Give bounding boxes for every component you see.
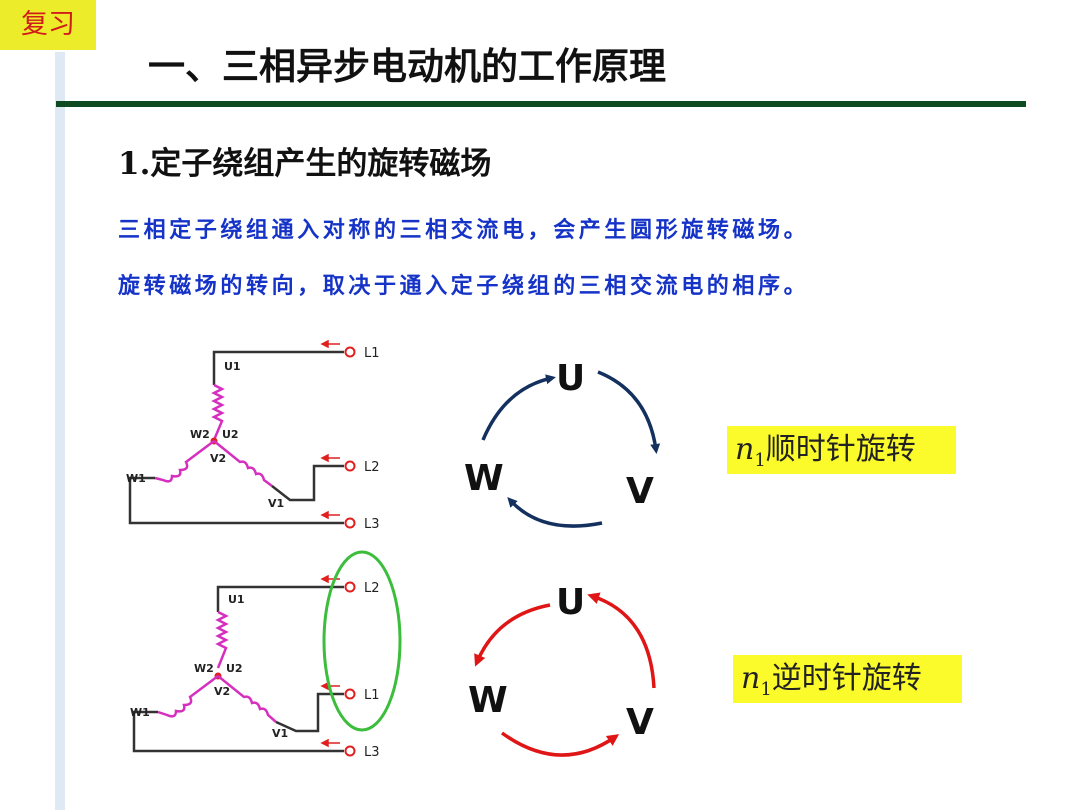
label-v2: V2 bbox=[210, 452, 226, 465]
caption-text: 逆时针旋转 bbox=[771, 661, 922, 696]
description-line-1: 三相定子绕组通入对称的三相交流电，会产生圆形旋转磁场。 bbox=[118, 217, 810, 243]
arrow-w-to-v bbox=[500, 731, 620, 757]
current-arrow-3 bbox=[320, 510, 340, 520]
slide-title: 一、三相异步电动机的工作原理 bbox=[148, 45, 666, 88]
coil-u bbox=[215, 610, 229, 669]
caption-clockwise: n1顺时针旋转 bbox=[727, 426, 956, 474]
terminal-3 bbox=[344, 745, 356, 757]
wire-mid-terminal bbox=[275, 692, 344, 733]
current-arrow-1 bbox=[320, 574, 340, 584]
terminal-1 bbox=[344, 346, 356, 358]
speed-subscript: 1 bbox=[754, 450, 766, 471]
star-circuit-top: U1 W2 U2 V2 W1 V1 L1 L2 L3 bbox=[126, 339, 380, 532]
speed-subscript: 1 bbox=[760, 679, 772, 700]
caption-counterclockwise: n1逆时针旋转 bbox=[733, 655, 962, 703]
arrow-w-to-u bbox=[481, 374, 556, 441]
terminal-label-3: L3 bbox=[364, 745, 380, 760]
label-v1: V1 bbox=[268, 497, 284, 510]
current-arrow-2 bbox=[320, 453, 340, 463]
label-v1: V1 bbox=[272, 727, 288, 740]
coil-v bbox=[217, 675, 277, 723]
rotation-diagram-clockwise: U V W bbox=[464, 358, 661, 528]
description-line-2: 旋转磁场的转向，取决于通入定子绕组的三相交流电的相序。 bbox=[118, 273, 810, 299]
section-subtitle: 1.定子绕组产生的旋转磁场 bbox=[118, 146, 492, 182]
review-badge: 复习 bbox=[0, 0, 96, 50]
star-circuit-bottom: U1 W2 U2 V2 W1 V1 L2 L1 L3 bbox=[130, 550, 402, 760]
terminal-2 bbox=[344, 460, 356, 472]
arrow-v-to-u bbox=[587, 592, 656, 689]
terminal-label-1: L2 bbox=[364, 581, 380, 596]
speed-symbol: n bbox=[741, 661, 761, 696]
swapped-terminals-highlight bbox=[322, 550, 402, 732]
label-v2: V2 bbox=[214, 685, 230, 698]
label-u1: U1 bbox=[228, 593, 245, 606]
phase-v: V bbox=[626, 471, 654, 512]
phase-u: U bbox=[556, 358, 585, 399]
phase-v: V bbox=[626, 702, 654, 743]
title-rule bbox=[56, 101, 1026, 107]
coil-v bbox=[213, 440, 273, 487]
current-arrow-1 bbox=[320, 339, 340, 349]
coil-w bbox=[157, 675, 219, 718]
wire-l1 bbox=[212, 350, 344, 385]
label-w1: W1 bbox=[130, 706, 150, 719]
caption-text: 顺时针旋转 bbox=[765, 432, 916, 467]
wire-top-terminal bbox=[216, 585, 344, 612]
slide-left-band bbox=[55, 52, 65, 810]
rotation-diagram-counterclockwise: U V W bbox=[468, 582, 656, 757]
terminal-label-1: L1 bbox=[364, 346, 380, 361]
arrow-u-to-v bbox=[597, 370, 661, 454]
wire-l3 bbox=[128, 476, 344, 525]
terminal-label-3: L3 bbox=[364, 517, 380, 532]
wire-l2 bbox=[271, 464, 344, 502]
phase-w: W bbox=[464, 458, 504, 499]
terminal-label-2: L1 bbox=[364, 688, 380, 703]
arrow-v-to-w bbox=[507, 497, 603, 528]
phase-w: W bbox=[468, 680, 508, 721]
label-u2: U2 bbox=[222, 428, 239, 441]
label-u2: U2 bbox=[226, 662, 243, 675]
coil-u bbox=[211, 383, 225, 441]
phase-u: U bbox=[556, 582, 585, 623]
label-w2: W2 bbox=[194, 662, 214, 675]
terminal-3 bbox=[344, 517, 356, 529]
terminal-label-2: L2 bbox=[364, 460, 380, 475]
terminal-1 bbox=[344, 581, 356, 593]
label-w1: W1 bbox=[126, 472, 146, 485]
label-w2: W2 bbox=[190, 428, 210, 441]
speed-symbol: n bbox=[735, 432, 755, 467]
current-arrow-3 bbox=[320, 738, 340, 748]
coil-w bbox=[154, 440, 215, 483]
wire-l3 bbox=[132, 710, 344, 753]
arrow-u-to-w bbox=[474, 603, 551, 667]
terminal-2 bbox=[344, 688, 356, 700]
label-u1: U1 bbox=[224, 360, 241, 373]
